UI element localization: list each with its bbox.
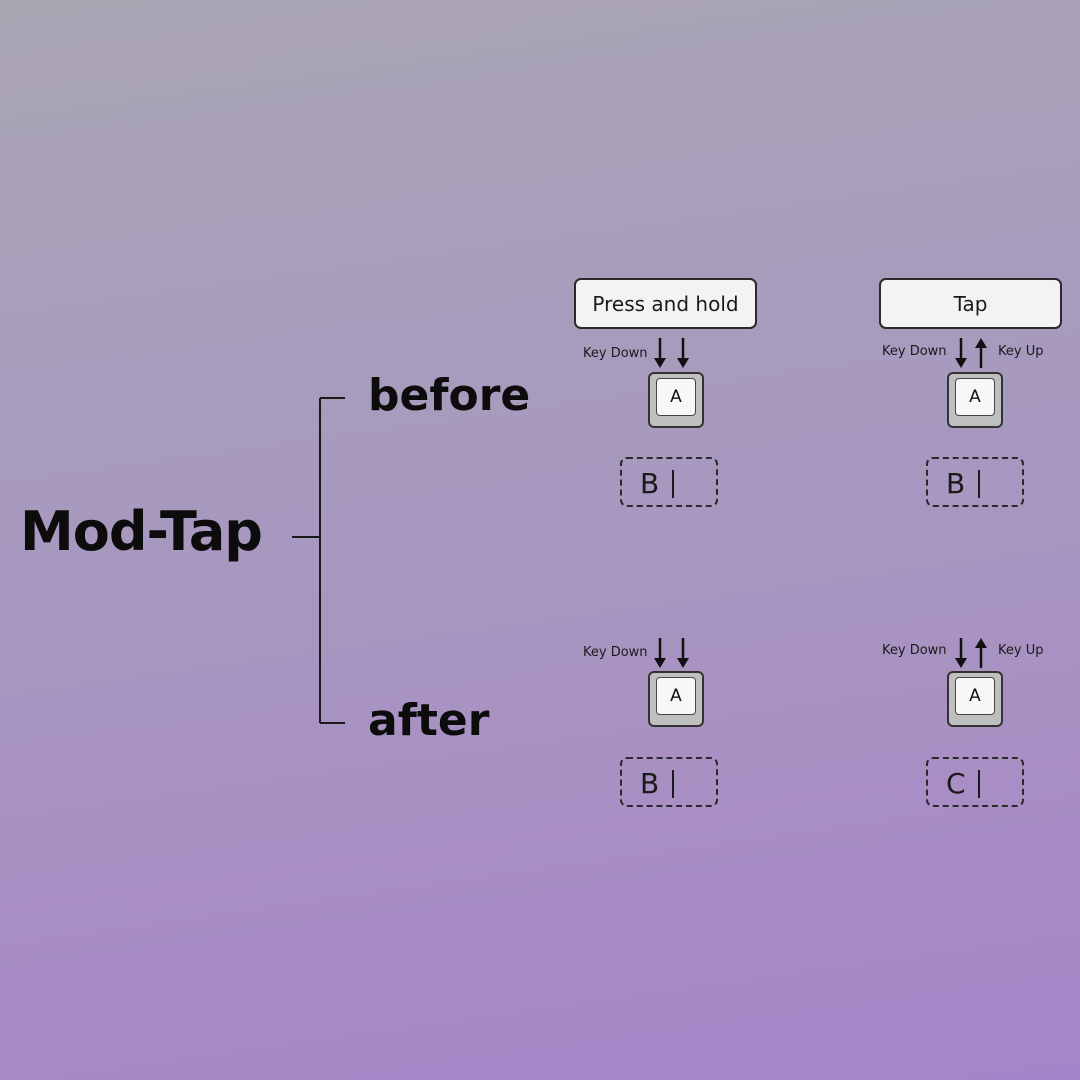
- keyboard-key: A: [648, 372, 704, 428]
- output-text: B: [946, 467, 966, 500]
- key-down-label: Key Down: [882, 344, 947, 359]
- text-cursor-icon: [978, 770, 980, 798]
- output-text: B: [640, 767, 660, 800]
- key-cap-label: A: [955, 677, 995, 715]
- column-header-press-and-hold: Press and hold: [574, 278, 757, 329]
- key-down-label: Key Down: [583, 346, 648, 361]
- key-up-label: Key Up: [998, 344, 1044, 359]
- keyboard-key: A: [947, 671, 1003, 727]
- column-header-tap: Tap: [879, 278, 1062, 329]
- keyboard-key: A: [947, 372, 1003, 428]
- key-down-label: Key Down: [583, 645, 648, 660]
- arrow-down-icon: [677, 338, 689, 368]
- key-cap-label: A: [656, 378, 696, 416]
- text-cursor-icon: [672, 770, 674, 798]
- text-cursor-icon: [978, 470, 980, 498]
- arrow-down-icon: [677, 638, 689, 668]
- arrow-down-icon: [654, 338, 666, 368]
- arrow-down-icon: [955, 638, 967, 668]
- arrow-up-icon: [975, 338, 987, 368]
- branch-label-after: after: [368, 695, 490, 746]
- key-cap-label: A: [955, 378, 995, 416]
- output-field: B: [620, 457, 718, 507]
- output-field: B: [926, 457, 1024, 507]
- key-cap-label: A: [656, 677, 696, 715]
- key-down-label: Key Down: [882, 643, 947, 658]
- output-field: C: [926, 757, 1024, 807]
- arrow-up-icon: [975, 638, 987, 668]
- diagram-title: Mod-Tap: [20, 500, 263, 563]
- key-up-label: Key Up: [998, 643, 1044, 658]
- branch-label-before: before: [368, 370, 531, 421]
- output-text: C: [946, 767, 966, 800]
- output-field: B: [620, 757, 718, 807]
- keyboard-key: A: [648, 671, 704, 727]
- text-cursor-icon: [672, 470, 674, 498]
- arrow-down-icon: [955, 338, 967, 368]
- output-text: B: [640, 467, 660, 500]
- arrow-down-icon: [654, 638, 666, 668]
